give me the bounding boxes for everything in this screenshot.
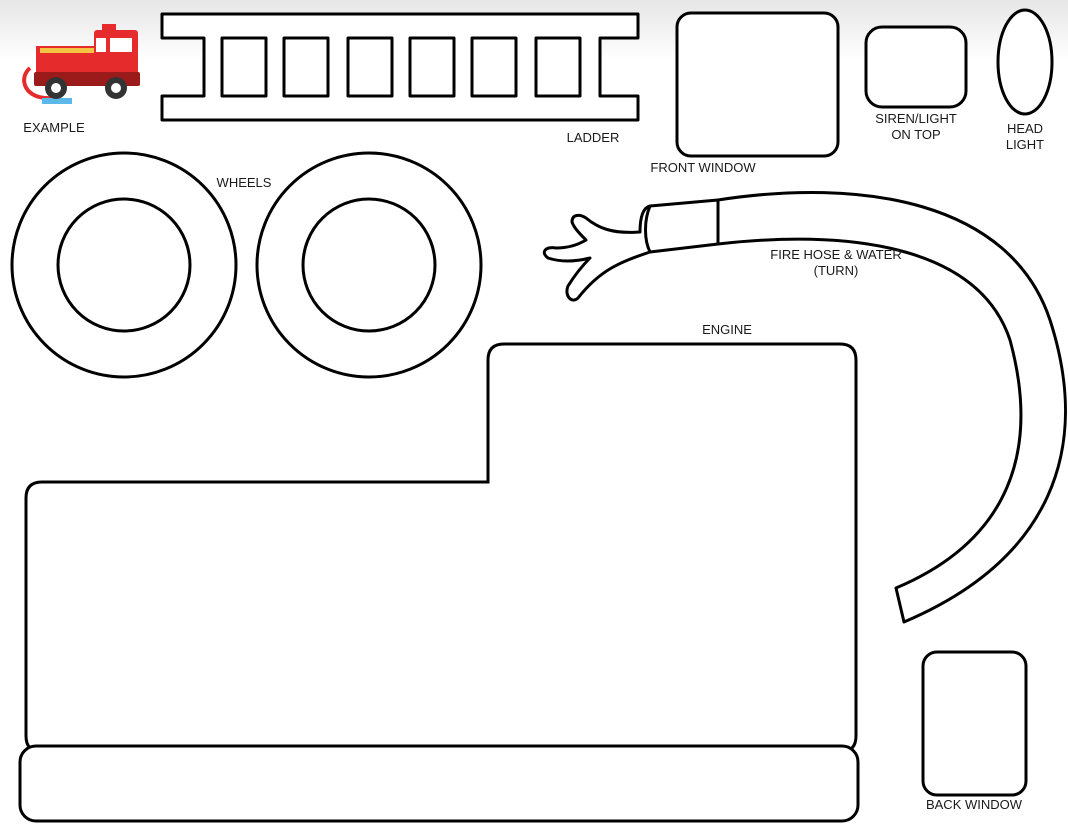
wheel-right-shape xyxy=(255,151,483,379)
engine-label: ENGINE xyxy=(702,322,752,337)
wheels-label: WHEELS xyxy=(216,175,272,190)
example-truck-icon xyxy=(22,24,140,104)
wheel-left-shape xyxy=(10,151,238,379)
ladder-label: LADDER xyxy=(566,130,620,145)
back-window-label: BACK WINDOW xyxy=(925,797,1023,812)
engine-shape xyxy=(24,342,858,754)
siren-light-shape xyxy=(864,25,968,109)
fire-hose-shape xyxy=(542,190,1067,624)
bumper-shape xyxy=(18,744,860,823)
head-light-label: HEAD LIGHT xyxy=(1005,121,1045,152)
example-label: EXAMPLE xyxy=(23,120,85,135)
siren-label: SIREN/LIGHT ON TOP xyxy=(875,111,957,142)
back-window-shape xyxy=(921,650,1028,797)
head-light-shape xyxy=(996,8,1054,116)
front-window-label: FRONT WINDOW xyxy=(650,160,756,175)
front-window-shape xyxy=(675,11,840,158)
fire-hose-label: FIRE HOSE & WATER (TURN) xyxy=(770,247,902,278)
ladder-shape xyxy=(160,12,640,122)
